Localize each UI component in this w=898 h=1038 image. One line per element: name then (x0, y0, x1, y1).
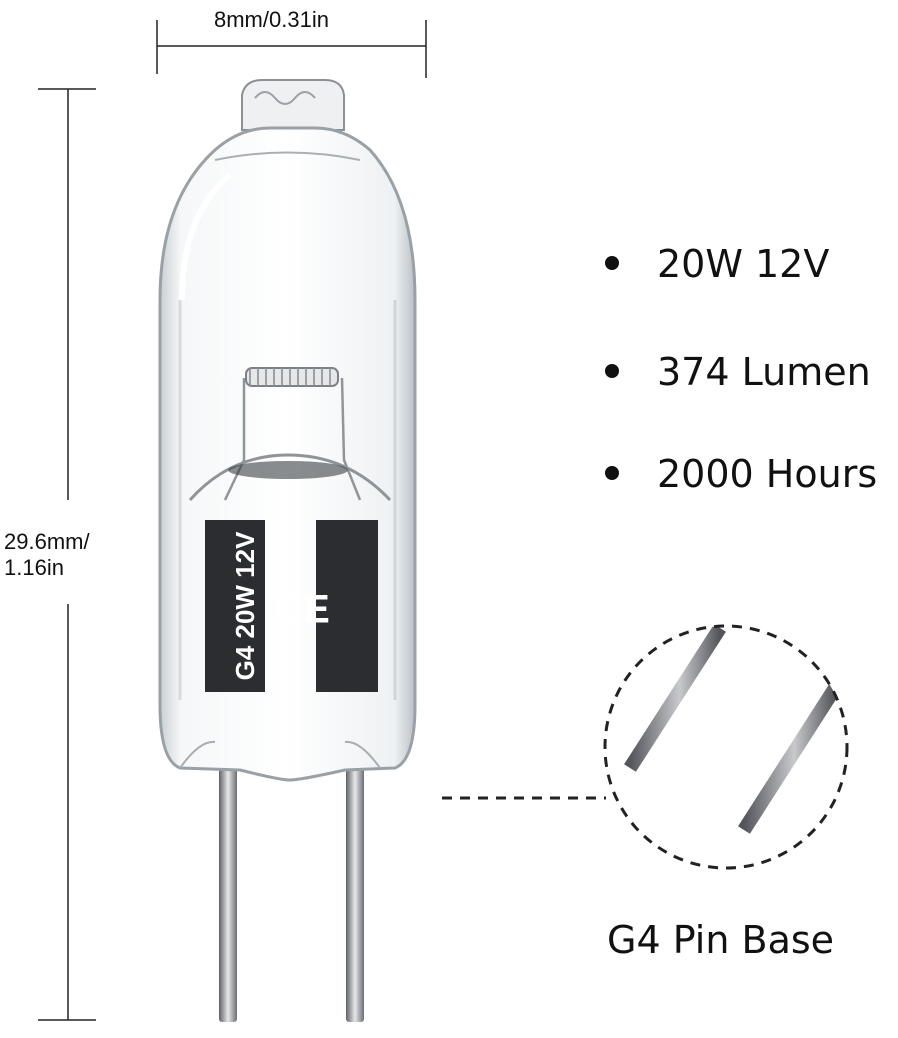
bulb-print-text: G4 20W 12V (230, 531, 260, 681)
height-label-line1: 29.6mm/ (4, 529, 90, 554)
bullet-icon (605, 465, 619, 480)
spec-item-life: 2000 Hours (605, 452, 877, 496)
width-label: 8mm/0.31in (214, 7, 329, 32)
halogen-bulb-icon (158, 79, 417, 1022)
spec-item-power: 20W 12V (605, 242, 829, 286)
pin-base-caption: G4 Pin Base (607, 918, 835, 962)
bullet-icon (605, 363, 619, 378)
ce-mark: CE (274, 588, 330, 632)
height-dimension (38, 88, 96, 1021)
bulb-print: G4 20W 12V (230, 531, 260, 681)
bullet-icon (605, 255, 619, 270)
pin-detail-magnifier (603, 624, 849, 870)
spec-item-lumen: 374 Lumen (605, 350, 871, 394)
width-dimension (156, 20, 427, 78)
height-label-line2: 1.16in (4, 555, 64, 580)
spec-text: 374 Lumen (657, 350, 871, 394)
label-block-right (316, 520, 378, 692)
label-block-left (205, 520, 265, 692)
spec-text: 20W 12V (657, 242, 830, 286)
spec-text: 2000 Hours (657, 452, 878, 496)
